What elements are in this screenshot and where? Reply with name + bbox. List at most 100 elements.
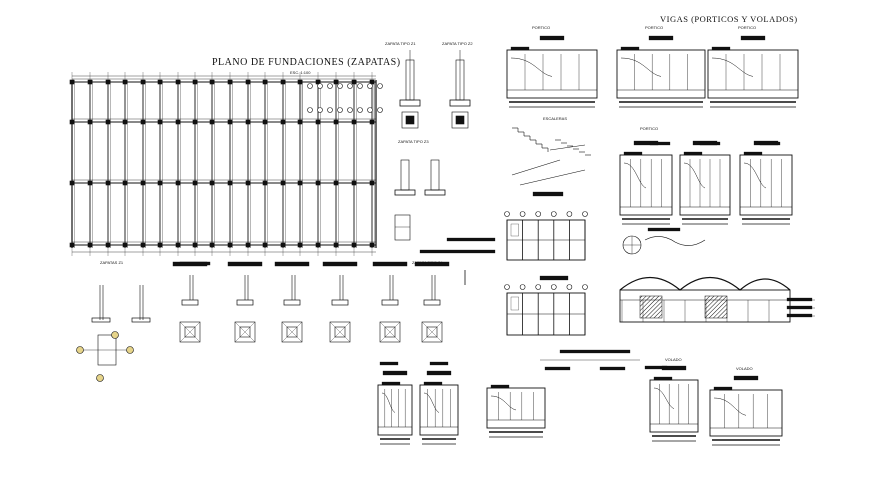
zapata-label-b: ZAPATA TIPO Z2 <box>442 41 473 46</box>
circle <box>327 83 333 89</box>
rect <box>539 35 565 41</box>
circle <box>566 284 573 290</box>
circle <box>519 284 526 290</box>
rect <box>653 376 673 381</box>
rect <box>699 141 721 146</box>
rect <box>184 326 196 338</box>
misc-title-bars <box>379 141 781 371</box>
rect <box>351 242 357 248</box>
line <box>281 321 303 343</box>
rect <box>209 79 215 85</box>
portico-label-b: PORTICO <box>645 25 664 30</box>
rect <box>709 389 783 437</box>
arched-roof-elevation <box>619 227 815 323</box>
rect <box>280 180 286 186</box>
rect <box>286 326 298 338</box>
rect <box>209 180 215 186</box>
circle <box>535 284 542 290</box>
rect <box>227 242 233 248</box>
rect <box>105 242 111 248</box>
rect <box>405 115 415 125</box>
rect <box>245 242 251 248</box>
rect <box>419 384 459 436</box>
rect <box>333 242 339 248</box>
rect <box>175 242 181 248</box>
rect <box>69 180 75 186</box>
rect <box>262 242 268 248</box>
line <box>379 321 401 343</box>
rect <box>122 242 128 248</box>
rect <box>140 79 146 85</box>
circle <box>337 83 343 89</box>
rect <box>401 111 419 129</box>
curve <box>620 57 662 77</box>
rect <box>713 386 733 391</box>
rect <box>157 119 163 125</box>
circle <box>327 107 333 113</box>
beam-panels <box>377 35 799 446</box>
rect <box>451 111 469 129</box>
curve <box>653 387 675 409</box>
rect <box>245 119 251 125</box>
rect <box>315 180 321 186</box>
rect <box>157 242 163 248</box>
line <box>179 321 201 343</box>
rect <box>69 242 75 248</box>
rect <box>400 159 410 191</box>
rect <box>209 119 215 125</box>
rect <box>649 379 699 433</box>
zapata-label-a: ZAPATA TIPO Z1 <box>385 41 416 46</box>
volado-label-b: VOLADO <box>736 366 753 371</box>
rect <box>486 387 546 429</box>
rect <box>227 180 233 186</box>
rect <box>140 242 146 248</box>
hatched-panel <box>639 295 663 319</box>
volado-label-a: VOLADO <box>665 357 682 362</box>
portico-label-a: PORTICO <box>532 25 551 30</box>
zapata-label-d: ZAPATA TIPO Z4 <box>412 260 443 265</box>
circle <box>566 211 573 217</box>
rect <box>490 384 510 389</box>
zapatas-bottom-label: ZAPATAS Z1 <box>100 260 124 265</box>
detail-curve <box>644 236 706 246</box>
rect <box>379 321 401 343</box>
circle <box>582 284 588 290</box>
rect <box>122 180 128 186</box>
rect <box>227 79 233 85</box>
rect <box>181 299 199 306</box>
rect <box>122 79 128 85</box>
circle <box>535 211 542 217</box>
curve <box>490 395 517 411</box>
circle <box>347 83 353 89</box>
circle <box>126 346 134 354</box>
rect <box>369 180 375 186</box>
line <box>234 321 256 343</box>
rect <box>381 299 399 306</box>
rect <box>429 361 449 366</box>
rect <box>192 180 198 186</box>
rect <box>599 366 626 371</box>
rect <box>649 141 671 146</box>
rect <box>786 313 813 318</box>
circle <box>519 211 526 217</box>
curve <box>381 392 396 413</box>
circle <box>367 107 373 113</box>
rect <box>192 119 198 125</box>
rect <box>707 49 799 99</box>
line <box>511 159 561 176</box>
rect <box>759 141 781 146</box>
rect <box>510 223 519 237</box>
zapata-label-c: ZAPATA TIPO Z3 <box>398 139 429 144</box>
rect <box>227 261 263 267</box>
circle <box>582 211 588 217</box>
rect <box>419 249 496 254</box>
rect <box>245 79 251 85</box>
rect <box>532 191 564 197</box>
portico-label-d: PORTICO <box>640 126 659 131</box>
arch-line <box>619 277 791 291</box>
rect <box>394 189 416 196</box>
curve <box>683 162 706 189</box>
rect <box>262 180 268 186</box>
rect <box>683 151 703 156</box>
